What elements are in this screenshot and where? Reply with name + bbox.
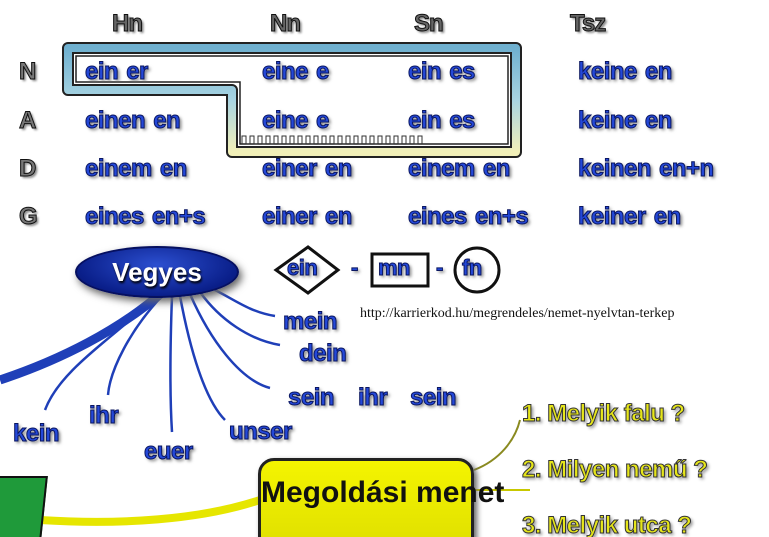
column-header-tsz: Tsz [569, 10, 606, 38]
article: ein [407, 107, 442, 135]
article: ein [84, 58, 119, 86]
article: einer [262, 155, 318, 183]
ending: en [324, 203, 353, 231]
article: einen [84, 107, 146, 135]
ending: en+s [151, 203, 206, 231]
pattern-fn: fn [462, 255, 483, 281]
ending: en [644, 58, 673, 86]
teeth-decoration [241, 135, 423, 145]
green-node [0, 476, 48, 537]
ending: en [653, 203, 682, 231]
column-header-nn: Nn [270, 10, 302, 38]
article: eines [85, 203, 145, 231]
ending: e [316, 58, 330, 86]
word-sein: sein [287, 384, 335, 412]
article: einem [85, 155, 153, 183]
word-sein-its: sein [409, 384, 457, 412]
diamond-shape [273, 245, 341, 295]
ending: es [449, 58, 476, 86]
ending: en [482, 155, 511, 183]
word-euer: euer [144, 438, 194, 466]
article: keiner [578, 203, 647, 231]
branch-lines [0, 286, 281, 433]
row-label-a: A [18, 107, 37, 135]
column-header-hn: Hn [112, 10, 144, 38]
ending: en [644, 107, 673, 135]
box-shape [370, 252, 430, 288]
article: keine [578, 107, 638, 135]
row-label-d: D [18, 155, 37, 183]
yellow-lines [39, 419, 530, 526]
pattern-mn: mn [378, 255, 412, 281]
word-mein: mein [282, 308, 338, 336]
solution-node: Megoldási menet [258, 458, 504, 537]
article: eine [261, 58, 309, 86]
ending: er [126, 58, 149, 86]
ending: en+n [659, 155, 715, 183]
article: ein [407, 58, 442, 86]
pattern-dash-2: - [436, 255, 444, 281]
ending: en+s [474, 203, 529, 231]
row-label-n: N [18, 58, 37, 86]
pattern-shapes [273, 245, 501, 295]
article: keinen [577, 155, 652, 183]
ending: en [159, 155, 188, 183]
solution-step-3: 3. Melyik utca ? [521, 512, 692, 537]
article: eine [261, 107, 309, 135]
pattern-ein: ein [286, 255, 318, 281]
word-unser: unser [229, 418, 293, 446]
ending: es [449, 107, 476, 135]
article: keine [578, 58, 638, 86]
article: einer [262, 203, 318, 231]
pattern-dash-1: - [351, 255, 359, 281]
word-kein: kein [12, 420, 60, 448]
column-header-sn: Sn [414, 10, 445, 38]
ending: e [316, 107, 330, 135]
vegyes-node: Vegyes [75, 246, 239, 298]
ending: en [324, 155, 353, 183]
solution-step-2: 2. Milyen nemű ? [521, 456, 708, 484]
source-url: http://karrierkod.hu/megrendeles/nemet-n… [360, 306, 675, 321]
circle-shape [453, 246, 501, 294]
row-label-g: G [19, 203, 39, 231]
word-ihr: ihr [88, 402, 119, 430]
article: einem [408, 155, 476, 183]
solution-step-1: 1. Melyik falu ? [522, 400, 686, 428]
word-ihr-her: ihr [357, 384, 388, 412]
ending: en [153, 107, 182, 135]
word-dein: dein [298, 340, 347, 368]
article: eines [408, 203, 468, 231]
